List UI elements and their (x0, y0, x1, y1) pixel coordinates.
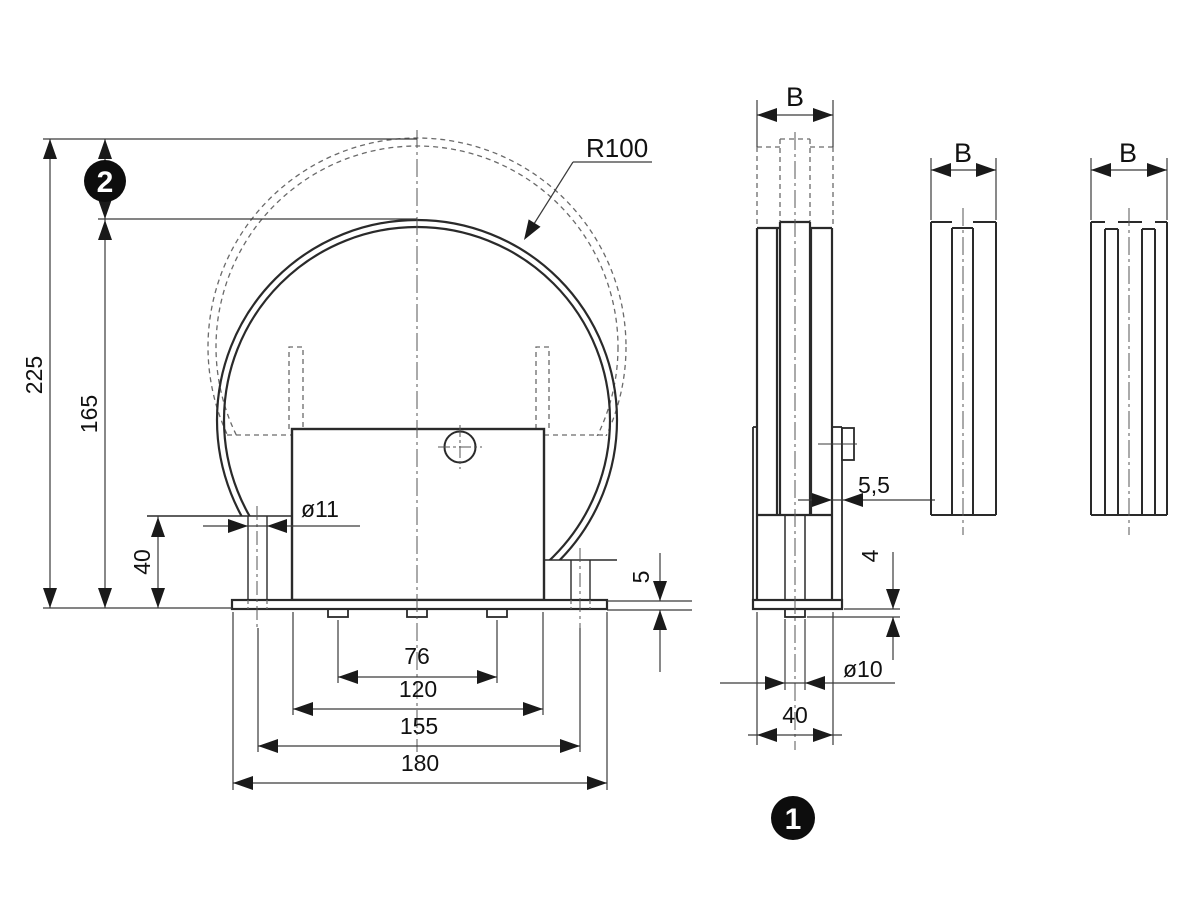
position-2-badge-label: 2 (97, 166, 114, 199)
dim-225-label: 225 (21, 356, 47, 394)
side-pin (784, 515, 806, 609)
position-1-badge: 1 (771, 796, 815, 840)
dim-40-side-label: 40 (782, 702, 808, 728)
position-2-badge: 2 (84, 160, 126, 202)
radius-r100-label: R100 (586, 133, 648, 163)
side-raised-hidden (756, 138, 834, 228)
base-plate (230, 598, 609, 611)
side-base-plate (751, 598, 844, 611)
front-view: 225 165 40 ø11 5 76 120 155 180 R100 2 (21, 130, 692, 790)
profile-view-double-groove: B (1090, 138, 1168, 535)
dim-180-label: 180 (401, 750, 439, 776)
bracket-lips-hidden (288, 346, 550, 429)
dim-5-label: 5 (628, 571, 654, 584)
dim-155-label: 155 (400, 713, 438, 739)
side-fastener-nut (818, 427, 857, 461)
profile-view-single-groove: B (930, 138, 997, 535)
dim-slot-diameter-label: ø11 (301, 496, 339, 522)
side-roller-solid (755, 220, 834, 600)
dim-120-label: 120 (399, 676, 437, 702)
dim-b-profile1-label: B (954, 138, 972, 168)
mounting-slot-right (570, 548, 591, 628)
dim-4-label: 4 (857, 549, 883, 562)
dim-pin-diameter-label: ø10 (843, 656, 883, 682)
dim-b-side-label: B (786, 82, 804, 112)
dim-76-label: 76 (404, 643, 430, 669)
pivot-hole (438, 425, 482, 469)
dim-b-profile2-label: B (1119, 138, 1137, 168)
dim-40-front-label: 40 (129, 549, 155, 575)
side-view: B 5,5 4 ø10 40 1 (720, 82, 935, 840)
side-bracket-plates (752, 426, 843, 600)
dimension-arrows-side (757, 108, 900, 742)
dim-165-label: 165 (76, 395, 102, 433)
position-1-badge-label: 1 (785, 803, 802, 836)
dim-55-label: 5,5 (858, 472, 890, 498)
bracket-body (290, 427, 546, 602)
